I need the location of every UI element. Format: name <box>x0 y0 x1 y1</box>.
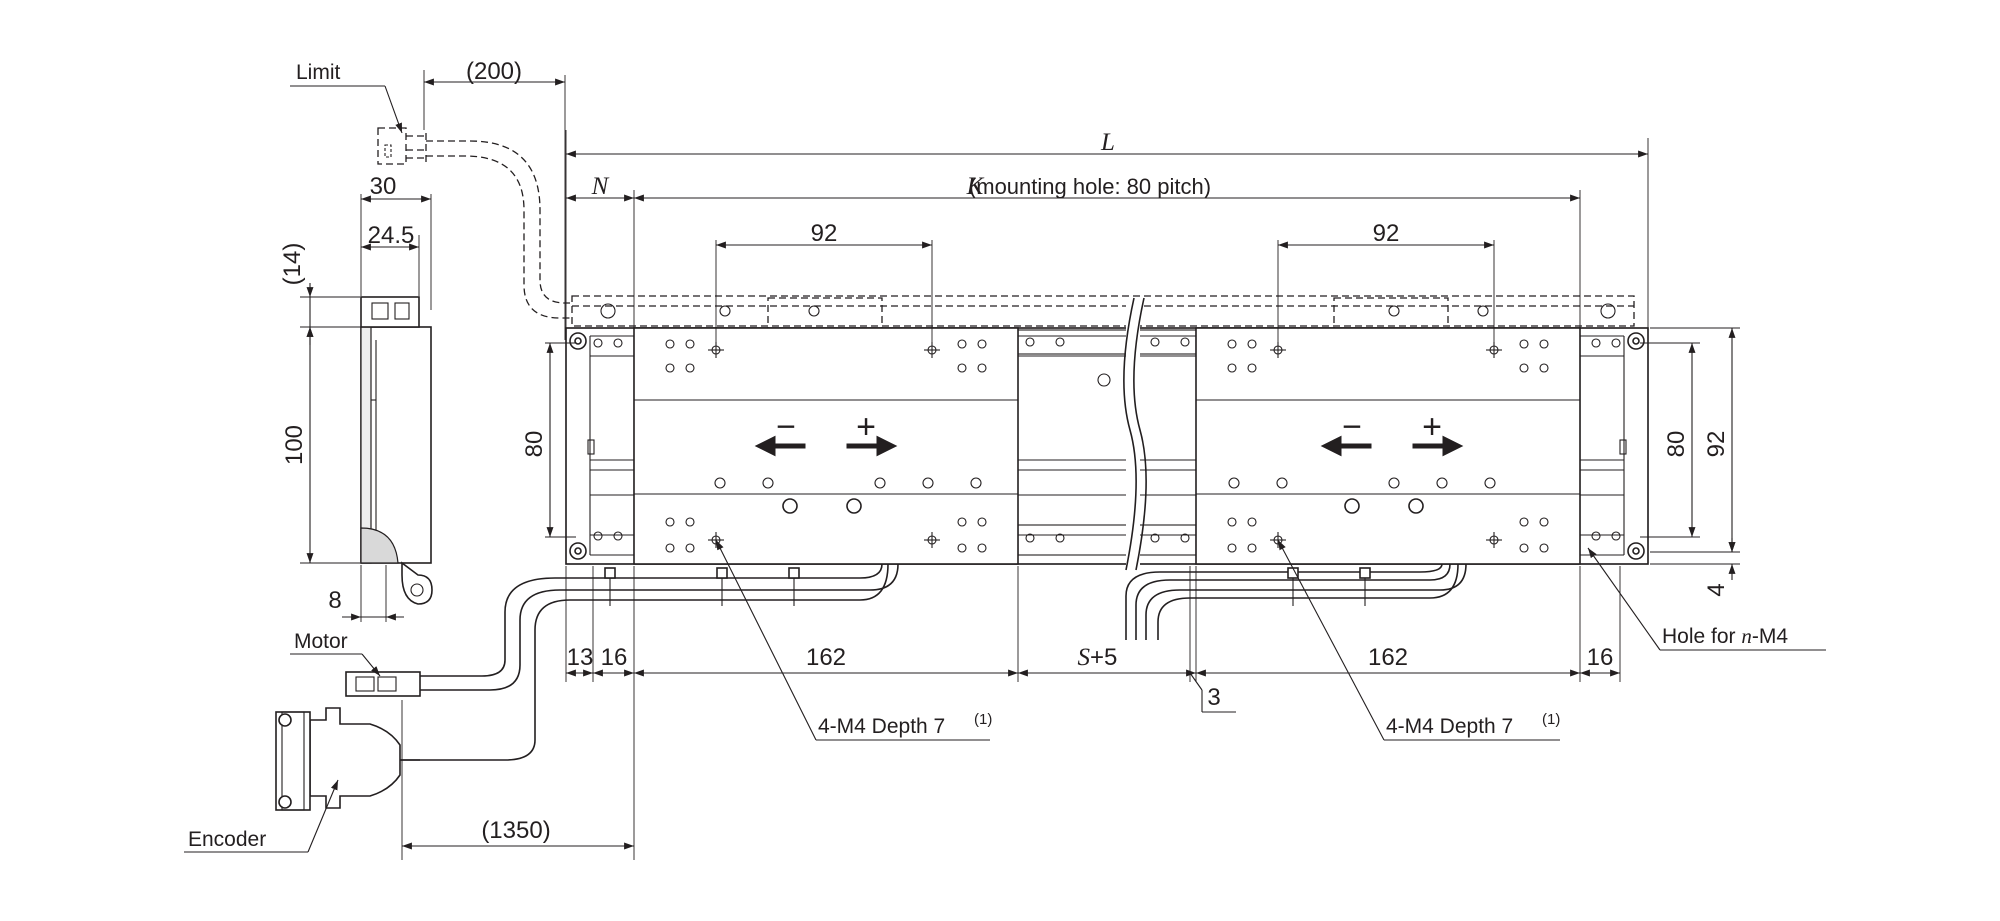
dims-bottom: 13 16 162 S +5 162 16 3 (1350) <box>401 566 1621 860</box>
side-view-dims: 30 24.5 (14) 100 8 <box>279 173 432 622</box>
dim-hole-pitch-92-left: 92 <box>811 220 838 247</box>
dim-side-24-5: 24.5 <box>368 222 415 249</box>
dim-height-80-left: 80 <box>521 431 548 458</box>
motor-connector <box>345 671 421 697</box>
arrow-minus-left <box>754 435 806 457</box>
arrow-plus-right <box>1412 435 1464 457</box>
side-view <box>360 296 433 605</box>
plus-mark-left: + <box>856 408 876 446</box>
break-lines <box>1123 297 1147 571</box>
label-limit: Limit <box>296 61 341 84</box>
dim-side-30: 30 <box>370 173 397 200</box>
arrow-minus-right <box>1320 435 1372 457</box>
label-tap-right-note: (1) <box>1542 711 1560 728</box>
limit-connector <box>377 127 570 319</box>
dim-height-92-right: 92 <box>1703 431 1730 458</box>
label-hole-suffix: -M4 <box>1752 625 1788 648</box>
label-tap-right: 4-M4 Depth 7 <box>1386 715 1513 738</box>
label-tap-left: 4-M4 Depth 7 <box>818 715 945 738</box>
callout-hole: Hole for n-M4 <box>1587 547 1826 651</box>
arrow-plus-left <box>846 435 898 457</box>
slider-left: − + <box>633 327 1019 565</box>
dim-200-group: (200) <box>423 58 566 340</box>
motor-label-group: Motor <box>290 630 381 677</box>
dim-N: N <box>591 173 610 200</box>
minus-mark-left: − <box>776 408 796 446</box>
dim-cable-200: (200) <box>466 58 522 85</box>
dim-hole-pitch-92-right: 92 <box>1373 220 1400 247</box>
encoder-connector <box>275 707 420 811</box>
cable-chain-left <box>400 563 899 761</box>
dim-K-text: (mounting hole: 80 pitch) <box>969 174 1211 199</box>
dim-end-16-right: 16 <box>1587 644 1614 671</box>
label-tap-left-note: (1) <box>974 711 992 728</box>
minus-mark-right: − <box>1342 408 1362 446</box>
callout-tap-right: 4-M4 Depth 7 (1) <box>1277 539 1560 741</box>
dim-side-100: 100 <box>281 425 308 465</box>
label-hole-prefix: Hole for <box>1662 625 1741 648</box>
dim-slider-162-left: 162 <box>806 644 846 671</box>
dim-side-14: (14) <box>279 243 306 286</box>
dim-K-symbol: K <box>966 173 985 200</box>
slider-right: − + <box>1195 327 1581 565</box>
dim-end-13: 13 <box>567 644 594 671</box>
dims-top: L N K (mounting hole: 80 pitch) 92 92 <box>565 129 1649 345</box>
dims-sides: 80 80 92 4 <box>521 327 1740 597</box>
label-encoder: Encoder <box>188 828 266 851</box>
dim-gap-3: 3 <box>1207 684 1220 711</box>
dim-side-8: 8 <box>328 587 341 614</box>
dim-slider-162-right: 162 <box>1368 644 1408 671</box>
dim-cable-1350: (1350) <box>481 817 550 844</box>
side-motor-hatch <box>360 527 399 564</box>
plus-mark-right: + <box>1422 408 1442 446</box>
dim-offset-4: 4 <box>1703 583 1730 596</box>
label-motor: Motor <box>294 630 348 653</box>
dim-gap-S: S <box>1078 644 1091 671</box>
middle-section <box>1017 329 1197 556</box>
dim-height-80-right: 80 <box>1663 431 1690 458</box>
limit-label-group: Limit <box>290 61 403 134</box>
cable-chain-right <box>1125 563 1467 640</box>
dim-gap-plus5: +5 <box>1090 644 1117 671</box>
label-hole-n: n <box>1741 624 1752 648</box>
label-hole: Hole for n-M4 <box>1662 624 1788 648</box>
dim-overall-L: L <box>1100 129 1115 156</box>
callout-tap-left: 4-M4 Depth 7 (1) <box>715 539 992 741</box>
encoder-label-group: Encoder <box>184 779 339 853</box>
dim-end-16-left: 16 <box>601 644 628 671</box>
